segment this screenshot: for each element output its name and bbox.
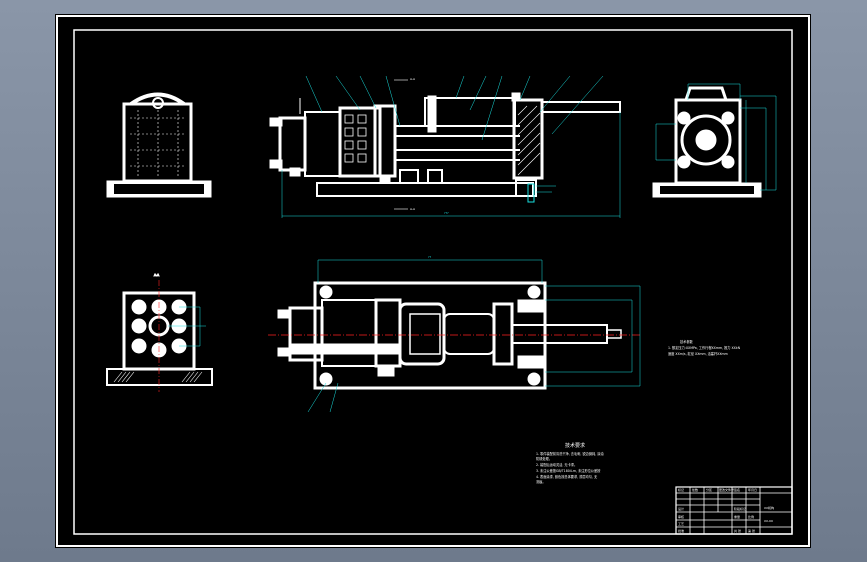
plan-view-frame	[313, 281, 547, 390]
front-view-total-dim: ???	[444, 211, 449, 215]
tech-requirements: 技术要求 1. 零件装配前清洗干净, 去毛刺, 锐边倒钝, 涂油 防锈处理。 2…	[536, 442, 604, 484]
front-view-hatch	[517, 105, 541, 176]
front-view-piston-head	[512, 98, 544, 180]
plan-view-total-dim: ??	[428, 255, 432, 259]
sheet-outer-border	[56, 15, 810, 547]
tb-cell-10: 阶段标记	[734, 506, 746, 511]
tb-cell-7: 审核	[678, 514, 684, 519]
tb-cell-3: 更改文件号	[719, 487, 734, 492]
tech-req-line-2: 防锈处理。	[536, 456, 552, 461]
left-view-body	[122, 102, 193, 183]
tb-drawing-name: XX机构	[764, 505, 774, 510]
tb-cell-4: 签名	[734, 487, 740, 492]
tb-cell-5: 年月日	[748, 487, 757, 492]
tb-cell-6: 设计	[678, 506, 684, 511]
plan-view[interactable]	[277, 281, 622, 390]
right-end-view[interactable]	[652, 86, 762, 198]
tb-cell-9: 批准	[678, 528, 684, 533]
side-note: 技术参数 1. 额定压力:XXMPa, 工作行程XXmm, 推力 XXkN 速度…	[668, 339, 741, 356]
left-end-view[interactable]	[106, 92, 212, 198]
tech-req-line-1: 1. 零件装配前清洗干净, 去毛刺, 锐边倒钝, 涂油	[536, 451, 604, 456]
side-note-title: 技术参数	[680, 339, 694, 344]
plan-view-dimensions	[307, 259, 641, 413]
tech-req-line-5: 4. 表面涂漆, 颜色按总体要求, 漆层均匀, 无	[536, 474, 598, 479]
tech-req-line-6: 流痕。	[536, 479, 546, 484]
title-block-text: 标记 处数 分区 更改文件号 签名 年月日 设计 审核 工艺 批准 阶段标记 重…	[678, 487, 774, 533]
front-view-base	[316, 182, 534, 197]
front-view-leaders	[281, 75, 621, 218]
left-view-lug	[129, 92, 186, 106]
sheet-inner-border	[73, 29, 793, 535]
section-view-dimensions	[168, 306, 206, 347]
side-note-line-2: 速度 XXm/s, 缸径 XXmm, 活塞杆XXmm	[668, 351, 728, 356]
left-view-hidden-lines	[130, 110, 186, 178]
tech-req-line-3: 2. 装配后运动灵活, 无卡滞。	[536, 462, 577, 467]
front-view-clamp-block	[338, 106, 382, 178]
front-view[interactable]	[269, 92, 621, 203]
section-mark-top: A-A	[410, 77, 416, 81]
right-view-dimensions	[655, 83, 777, 191]
section-view-label: A-A	[154, 273, 160, 277]
tb-cell-1: 处数	[692, 487, 698, 492]
right-view-bore	[680, 114, 732, 166]
section-view-base-hatch	[113, 371, 203, 383]
section-view-a-a[interactable]: A-A	[106, 273, 213, 386]
tb-drawing-code: XX-00	[764, 519, 773, 523]
right-view-body	[674, 98, 742, 185]
tb-cell-2: 分区	[706, 487, 712, 492]
tb-cell-12: 比例	[748, 514, 754, 519]
tb-cell-13: 共 张	[734, 528, 741, 533]
side-note-line-1: 1. 额定压力:XXMPa, 工作行程XXmm, 推力 XXkN	[668, 345, 741, 350]
tb-cell-14: 第 张	[748, 528, 755, 533]
tb-cell-0: 标记	[678, 487, 684, 492]
tech-req-title: 技术要求	[565, 442, 585, 449]
tb-cell-11: 重量	[734, 514, 740, 519]
title-block-frame	[675, 486, 793, 535]
section-mark-bottom: A-A	[410, 207, 416, 211]
tb-cell-8: 工艺	[678, 521, 684, 526]
tech-req-line-4: 3. 未注公差按GB/T1804-m, 未注形位公差按	[536, 468, 601, 473]
front-view-rod	[541, 101, 621, 113]
title-block[interactable]	[675, 486, 793, 535]
